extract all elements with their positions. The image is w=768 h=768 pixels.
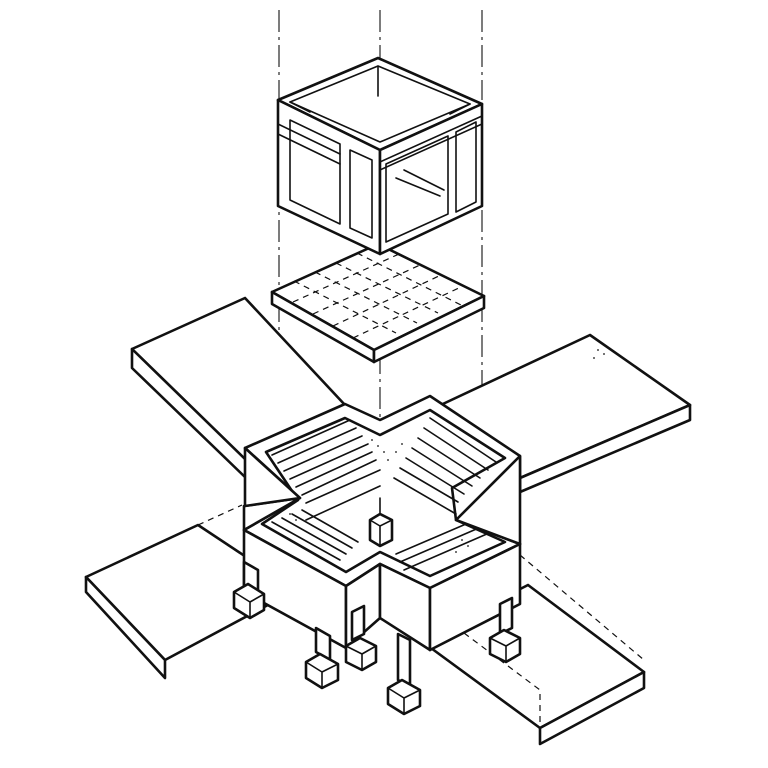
floor-grid-lines xyxy=(292,252,464,339)
cube-left-rail xyxy=(277,123,341,165)
floor-slab-edge-right xyxy=(372,294,486,364)
cube-right-panel-2 xyxy=(455,121,477,213)
wall-front-right xyxy=(428,542,522,652)
leg-footing-edges xyxy=(305,661,339,689)
step-edge xyxy=(295,451,373,488)
step-edge xyxy=(301,459,377,496)
leg-front-left xyxy=(304,626,340,690)
stairs-upper-right xyxy=(393,417,497,515)
stairs-upper-left xyxy=(271,419,381,521)
central-pier-body xyxy=(368,512,394,548)
step-edge xyxy=(429,417,497,463)
leg-far-left xyxy=(232,560,266,620)
leg-footing xyxy=(386,678,422,716)
base-walls xyxy=(242,446,522,652)
step-edge xyxy=(305,469,381,504)
leg-footing-edges xyxy=(489,637,521,663)
cube-right-panel-1 xyxy=(385,135,449,243)
slab-lower-left-hidden-edge xyxy=(197,504,243,556)
wall-left-upper xyxy=(243,446,302,508)
slab-lower-right-edge xyxy=(538,670,646,746)
grid-line xyxy=(352,285,464,339)
leg-shaft xyxy=(396,632,412,688)
step-edge xyxy=(289,443,369,480)
step-edge xyxy=(405,457,465,495)
step-edge xyxy=(417,437,481,479)
grid-line xyxy=(356,252,462,306)
base-legs xyxy=(232,560,522,716)
step-edge xyxy=(301,509,359,543)
cube-left-panel-1 xyxy=(289,119,341,225)
leg-front-center xyxy=(386,632,422,716)
frame-cube xyxy=(276,56,484,256)
slab-upper-right-texture xyxy=(593,349,605,359)
step-edge xyxy=(271,419,351,456)
stepped-base xyxy=(232,394,522,716)
grid-line xyxy=(314,271,418,324)
leg-footing xyxy=(304,652,340,690)
leg-footing-edges xyxy=(345,645,377,671)
step-edge xyxy=(399,523,489,563)
grid-line xyxy=(335,262,439,314)
step-edge xyxy=(423,427,489,471)
cube-left-panel-2 xyxy=(349,149,373,239)
grid-line xyxy=(293,280,397,334)
slab-lower-left-edge xyxy=(84,575,167,680)
step-edge xyxy=(277,427,357,464)
leg-right xyxy=(488,596,522,664)
stair-well xyxy=(260,408,507,578)
floor-grid-slab xyxy=(270,242,486,364)
cube-right-rail xyxy=(379,115,483,171)
leg-shaft xyxy=(350,604,366,642)
step-edge xyxy=(305,485,381,521)
central-pier xyxy=(368,497,394,548)
grid-line xyxy=(292,253,400,303)
step-edge xyxy=(399,467,459,503)
step-edge xyxy=(403,529,497,571)
grid-line xyxy=(332,274,442,327)
stair-well-texture xyxy=(283,439,469,553)
step-edge xyxy=(283,435,363,472)
wall-right-notch xyxy=(454,454,522,546)
central-pier-edges xyxy=(369,519,393,547)
step-edge xyxy=(393,477,457,515)
stairs-lower-left xyxy=(271,509,359,561)
step-edge xyxy=(271,521,341,561)
step-edge xyxy=(291,513,353,549)
leg-footing-edges xyxy=(387,687,421,715)
leg-footing-edges xyxy=(233,591,265,619)
leg-inner-left xyxy=(344,604,378,672)
stair-well-outline xyxy=(260,408,507,578)
step-edge xyxy=(281,517,347,555)
cube-back-edges xyxy=(289,65,471,115)
leg-shaft xyxy=(498,596,514,636)
step-edge xyxy=(411,447,473,487)
grid-line xyxy=(312,264,421,315)
cube-inner-floor xyxy=(395,169,445,197)
